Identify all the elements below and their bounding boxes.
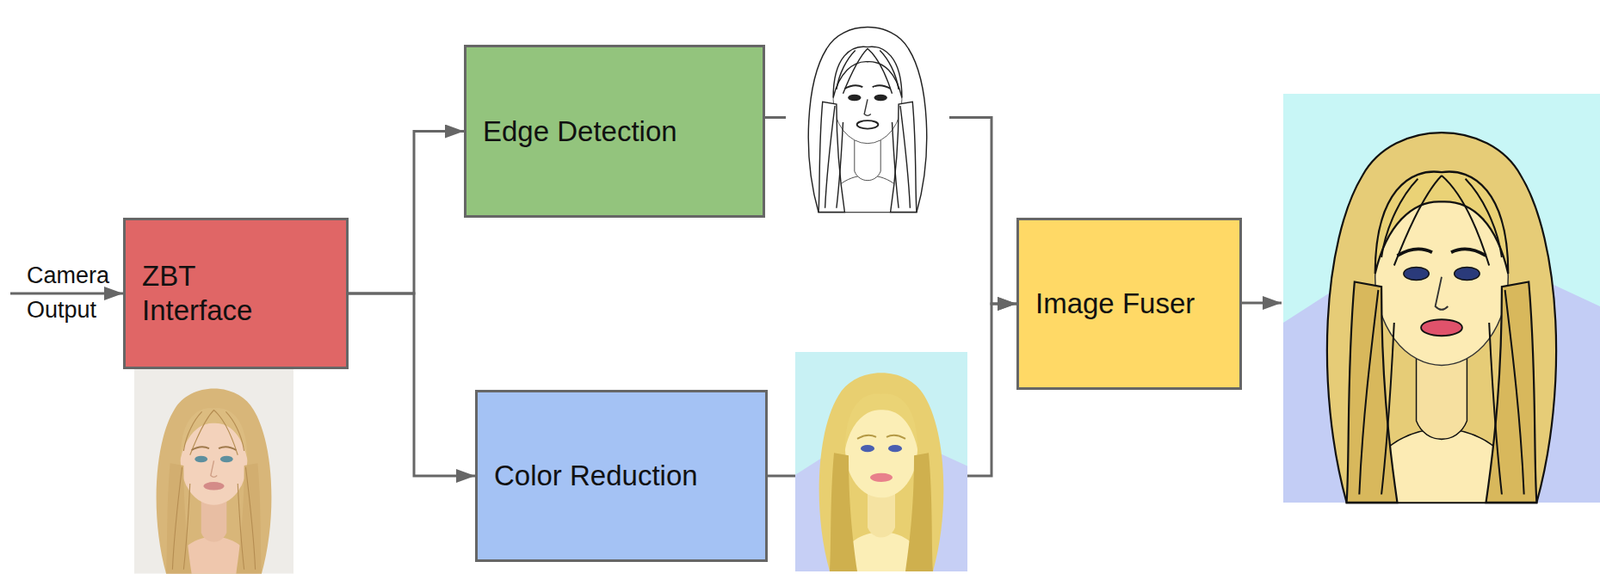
- process-box: Color Reduction: [475, 389, 768, 563]
- input-label: Camera Output: [26, 258, 124, 328]
- color-reduced-image: [795, 352, 968, 572]
- process-box: ZBT Interface: [123, 217, 349, 370]
- edge-image: [785, 7, 950, 213]
- process-box: Image Fuser: [1016, 217, 1242, 390]
- box-label: Image Fuser: [1035, 286, 1195, 322]
- box-label: Edge Detection: [482, 114, 678, 149]
- box-label: ZBT Interface: [142, 259, 272, 328]
- input-photo: [134, 369, 294, 574]
- process-box: Edge Detection: [463, 44, 766, 218]
- output-arrow: [1241, 302, 1282, 305]
- flow-arrow: [348, 131, 464, 295]
- input-arrow: [10, 292, 124, 296]
- output-image: [1283, 93, 1600, 503]
- flow-arrow: [348, 293, 476, 476]
- box-label: Color Reduction: [494, 458, 699, 494]
